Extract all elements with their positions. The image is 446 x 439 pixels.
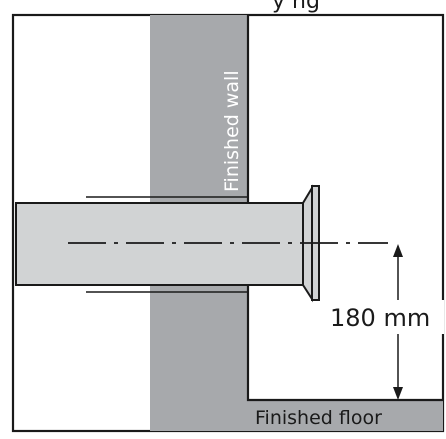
dimension-label-bg: [326, 300, 444, 334]
pipe-body: [15, 202, 304, 286]
dimension-arrow-bottom: [393, 387, 403, 400]
finished-floor: [248, 400, 443, 431]
top-fragment-text: y ng: [272, 0, 320, 14]
dimension-arrow-top: [393, 244, 403, 257]
dimension-label: 180 mm: [330, 304, 430, 332]
floor-label: Finished floor: [255, 407, 382, 429]
wall-label: Finished wall: [221, 70, 243, 192]
wall-floor-outline: [246, 15, 443, 402]
